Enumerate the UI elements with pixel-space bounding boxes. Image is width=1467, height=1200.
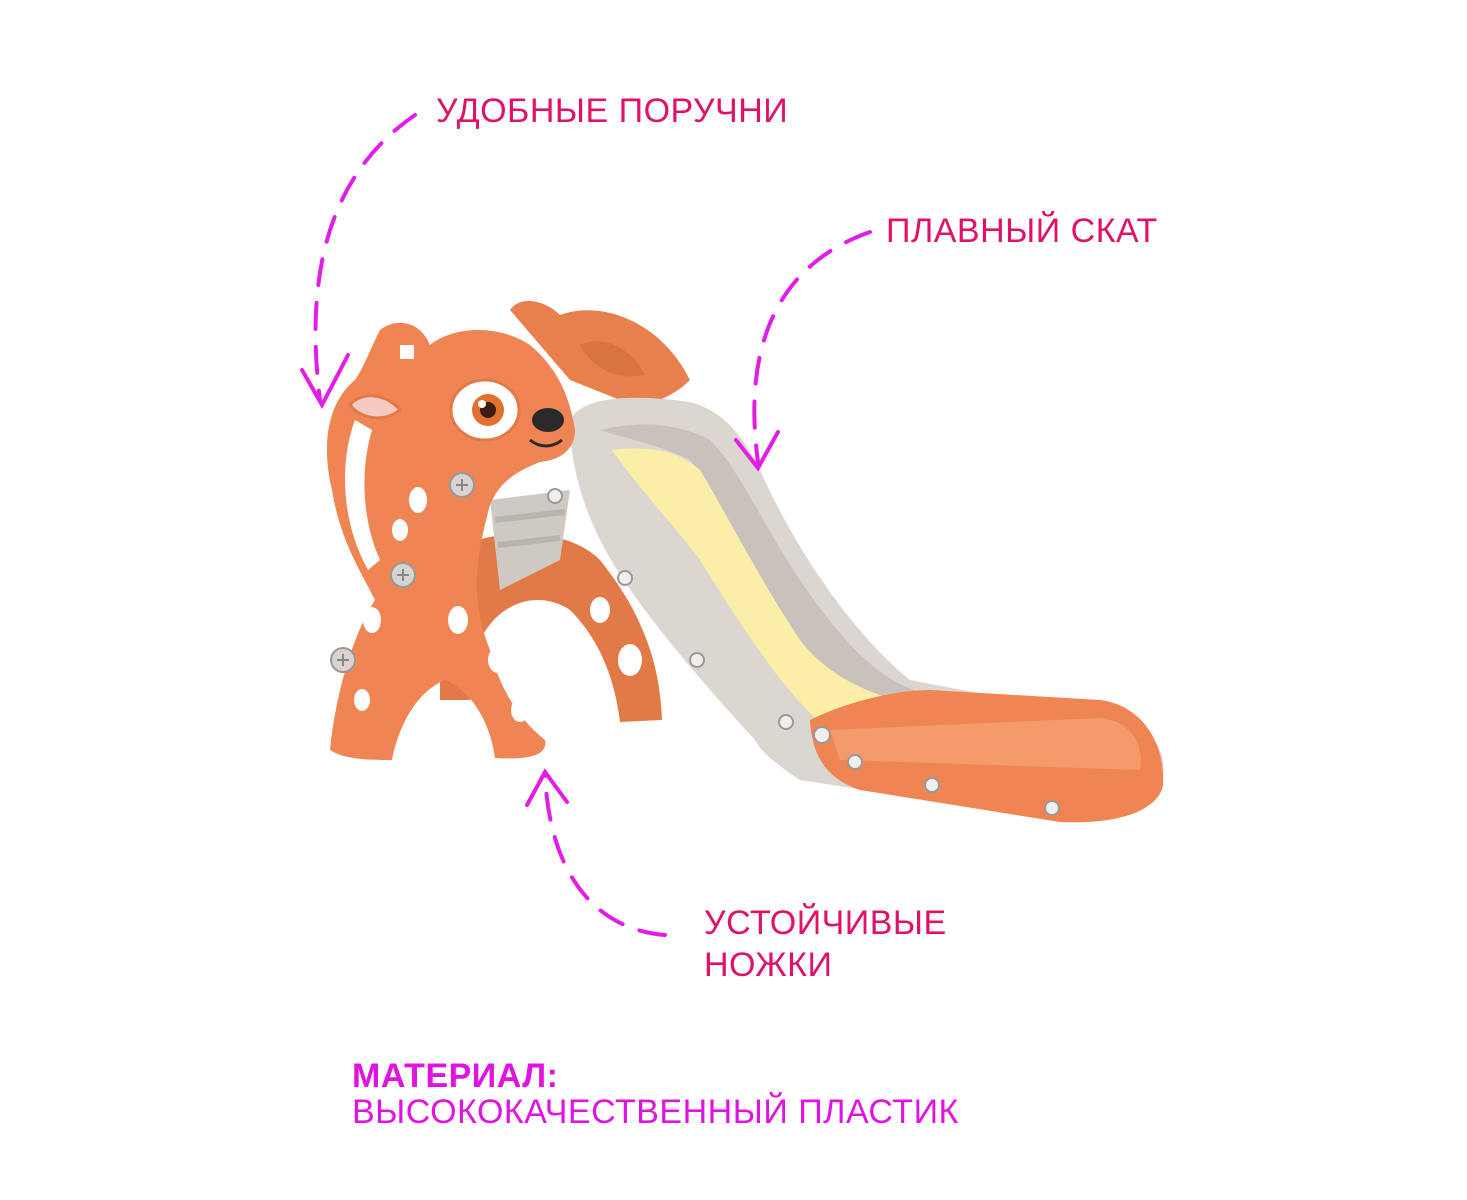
rear-legs — [440, 533, 662, 722]
deer-nose — [532, 408, 564, 432]
callout-legs-line2: НОЖКИ — [704, 946, 833, 984]
arrow-legs-icon — [525, 768, 667, 937]
deer-front-frame — [326, 322, 575, 760]
arrow-handrails-icon — [300, 113, 417, 410]
callout-slope: ПЛАВНЫЙ СКАТ — [886, 212, 1158, 250]
callout-legs-line1: УСТОЙЧИВЫЕ — [704, 904, 947, 942]
arrow-slope-icon — [734, 230, 872, 472]
callout-handrails: УДОБНЫЕ ПОРУЧНИ — [436, 92, 789, 130]
material-value: ВЫСОКОКАЧЕСТВЕННЫЙ ПЛАСТИК — [352, 1093, 959, 1131]
material-label: МАТЕРИАЛ: — [352, 1057, 559, 1095]
slide-surface — [612, 448, 950, 740]
material-info: МАТЕРИАЛ: ВЫСОКОКАЧЕСТВЕННЫЙ ПЛАСТИК — [352, 1058, 959, 1130]
callout-legs: УСТОЙЧИВЫЕ НОЖКИ — [704, 902, 947, 986]
